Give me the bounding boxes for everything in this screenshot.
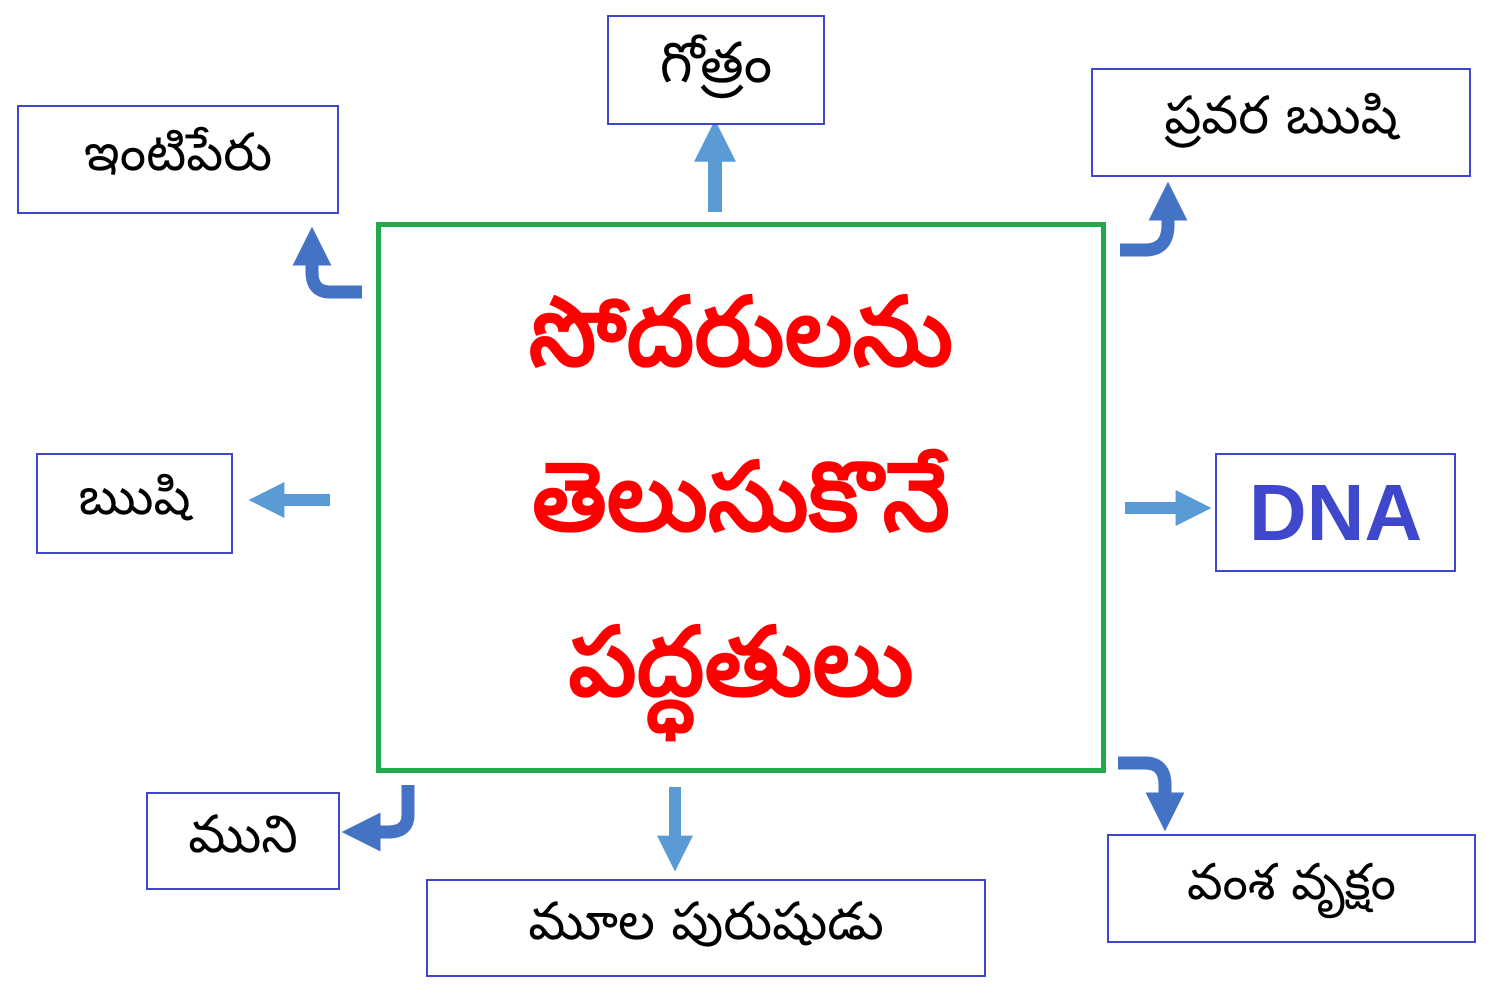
node-vamsha-vruksham: వంశ వృక్షం	[1107, 834, 1476, 943]
central-title-line-3: పద్ధతులు	[568, 606, 914, 718]
node-dna: DNA	[1215, 453, 1456, 572]
node-muni: ముని	[146, 792, 340, 890]
arrow-curved-pravara	[1120, 181, 1188, 257]
node-moola-purushudu: మూల పురుషుడు	[426, 879, 986, 977]
node-gotram: గోత్రం	[607, 15, 825, 125]
central-title-line-2: తెలుసుకొనే	[531, 441, 951, 553]
node-pravara-rushi: ప్రవర ఋషి	[1091, 68, 1471, 177]
central-topic-box: సోదరులను తెలుసుకొనే పద్ధతులు	[376, 222, 1106, 773]
arrow-curved-muni	[341, 785, 415, 852]
node-intiperu: ఇంటిపేరు	[17, 105, 339, 214]
node-rushi: ఋషి	[36, 453, 233, 554]
central-title-line-1: సోదరులను	[528, 276, 954, 388]
arrow-curved-intiperu	[292, 226, 362, 299]
arrow-curved-vamsha	[1118, 756, 1185, 832]
